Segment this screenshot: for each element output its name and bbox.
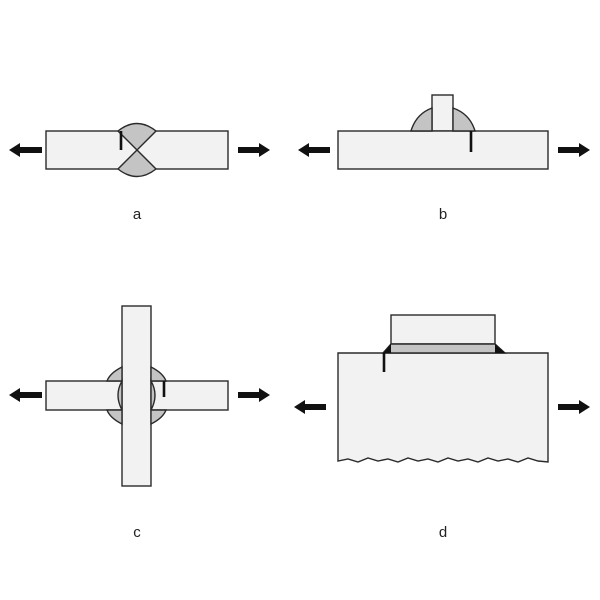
panel-c-weld-left-bead xyxy=(117,378,123,411)
panel-a-right-arrow-icon xyxy=(238,143,270,157)
panel-d-right-arrow-icon xyxy=(558,400,590,414)
panel-c-right-arrow-icon xyxy=(238,388,270,402)
panel-c-left-plate xyxy=(45,380,123,411)
panel-d-cover-plate xyxy=(390,314,496,345)
panel-c-weld-upper-left xyxy=(105,365,123,382)
panel-c-weld-lower-right xyxy=(150,409,168,426)
panel-c-right-plate xyxy=(150,380,229,411)
panel-c-weld-lower-left xyxy=(105,409,123,426)
panel-b-label: b xyxy=(439,206,447,223)
panel-a: a xyxy=(9,122,270,223)
panel-b-attachment xyxy=(431,94,454,132)
panel-c-label: c xyxy=(133,524,141,541)
panel-a-weld-top xyxy=(116,122,158,151)
panel-b-left-arrow-icon xyxy=(298,143,330,157)
panel-c-left-arrow-icon xyxy=(9,388,42,402)
panel-b: b xyxy=(298,94,590,223)
panel-d-base-plate xyxy=(337,352,549,463)
panel-b-base-plate xyxy=(337,130,549,170)
panel-a-label: a xyxy=(133,206,142,223)
panel-c-vertical-plate xyxy=(121,305,152,487)
panel-c: c xyxy=(9,305,270,541)
panel-d-weld-toe-right xyxy=(495,344,505,353)
panel-b-right-arrow-icon xyxy=(558,143,590,157)
panel-d: d xyxy=(294,314,590,541)
panel-c-weld-upper-right xyxy=(150,365,168,382)
panel-d-weld-layer xyxy=(381,343,507,354)
panel-b-weld-left xyxy=(410,106,433,132)
panel-d-label: d xyxy=(439,524,447,541)
panel-a-left-arrow-icon xyxy=(9,143,42,157)
panel-b-weld-right xyxy=(452,107,476,132)
panel-d-weld-toe-left xyxy=(383,344,391,353)
panel-c-weld-right-bead xyxy=(150,378,156,411)
panel-d-left-arrow-icon xyxy=(294,400,326,414)
panel-a-weld-bottom xyxy=(116,149,158,178)
